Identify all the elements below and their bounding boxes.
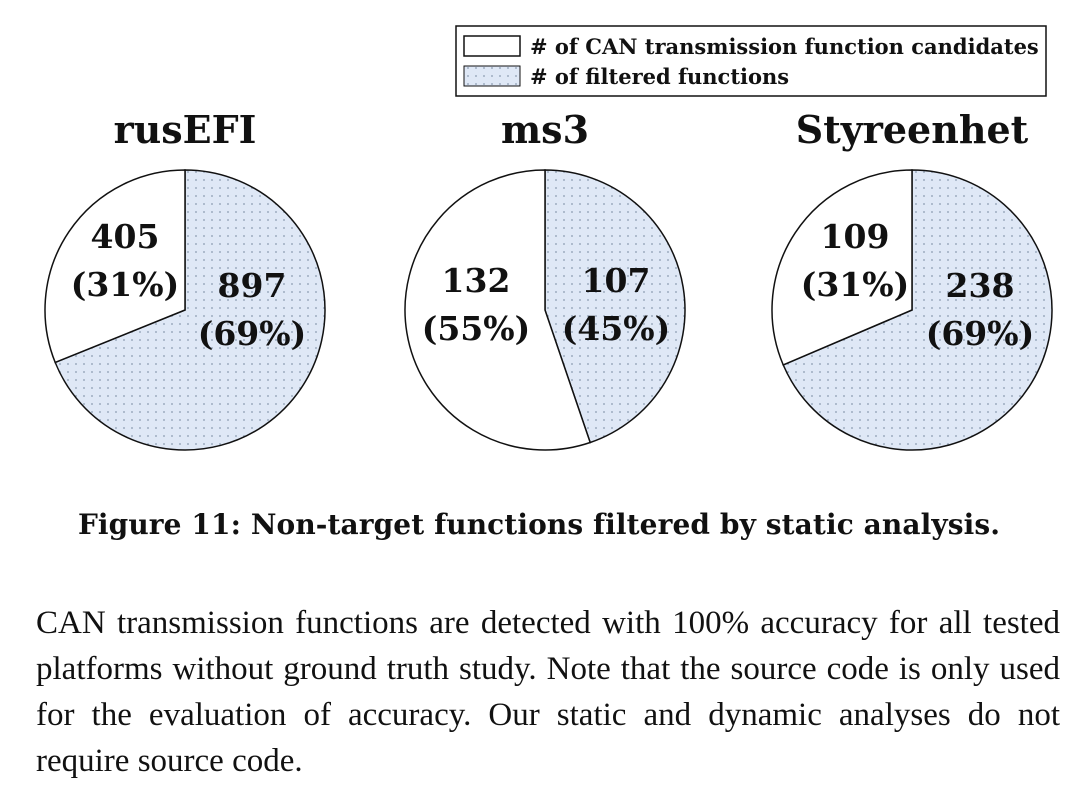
pie-slice-candidates [404,169,592,451]
legend-swatch-candidates [463,35,521,57]
pie-percent-label-candidates: (31%) [801,265,910,304]
pie-value-label-filtered: 238 [946,266,1015,305]
pie-chart-2: Styreenhet 109 (31%) 238 (69%) [771,107,1053,451]
legend-label-candidates: # of CAN transmission function candidate… [530,34,1039,59]
pie-value-label-candidates: 132 [442,261,511,300]
legend-label-filtered: # of filtered functions [530,64,789,89]
pie-slice-filtered [782,169,1053,451]
pie-value-label-candidates: 405 [91,217,160,256]
pie-slice-filtered [54,169,326,451]
pie-slice-candidates [771,169,913,366]
figure-pie-charts: # of CAN transmission function candidate… [44,25,1053,451]
pie-slice-filtered [544,169,686,444]
pie-percent-label-filtered: (69%) [198,314,307,353]
body-paragraph: CAN transmission functions are detected … [36,605,1060,779]
pie-value-label-candidates: 109 [821,217,890,256]
figure-caption: Figure 11: Non-target functions filtered… [77,508,1001,541]
pie-charts-group: rusEFI 405 (31%) 897 (69%) ms3 132 (55%) 107 (45%… [44,107,1053,451]
pie-chart-1: ms3 132 (55%) 107 (45%) [404,107,686,451]
legend-swatch-filtered [463,65,521,87]
pie-value-label-filtered: 107 [582,261,651,300]
pie-title: rusEFI [114,107,257,152]
legend-box [455,25,1047,97]
pie-percent-label-candidates: (55%) [422,309,531,348]
pie-percent-label-filtered: (45%) [562,309,671,348]
pie-value-label-filtered: 897 [218,266,287,305]
legend: # of CAN transmission function candidate… [455,25,1047,97]
pie-chart-0: rusEFI 405 (31%) 897 (69%) [44,107,326,451]
pie-percent-label-candidates: (31%) [71,265,180,304]
pie-slice-candidates [44,169,186,364]
pie-title: Styreenhet [796,107,1029,152]
pie-title: ms3 [501,107,589,152]
pie-percent-label-filtered: (69%) [926,314,1035,353]
